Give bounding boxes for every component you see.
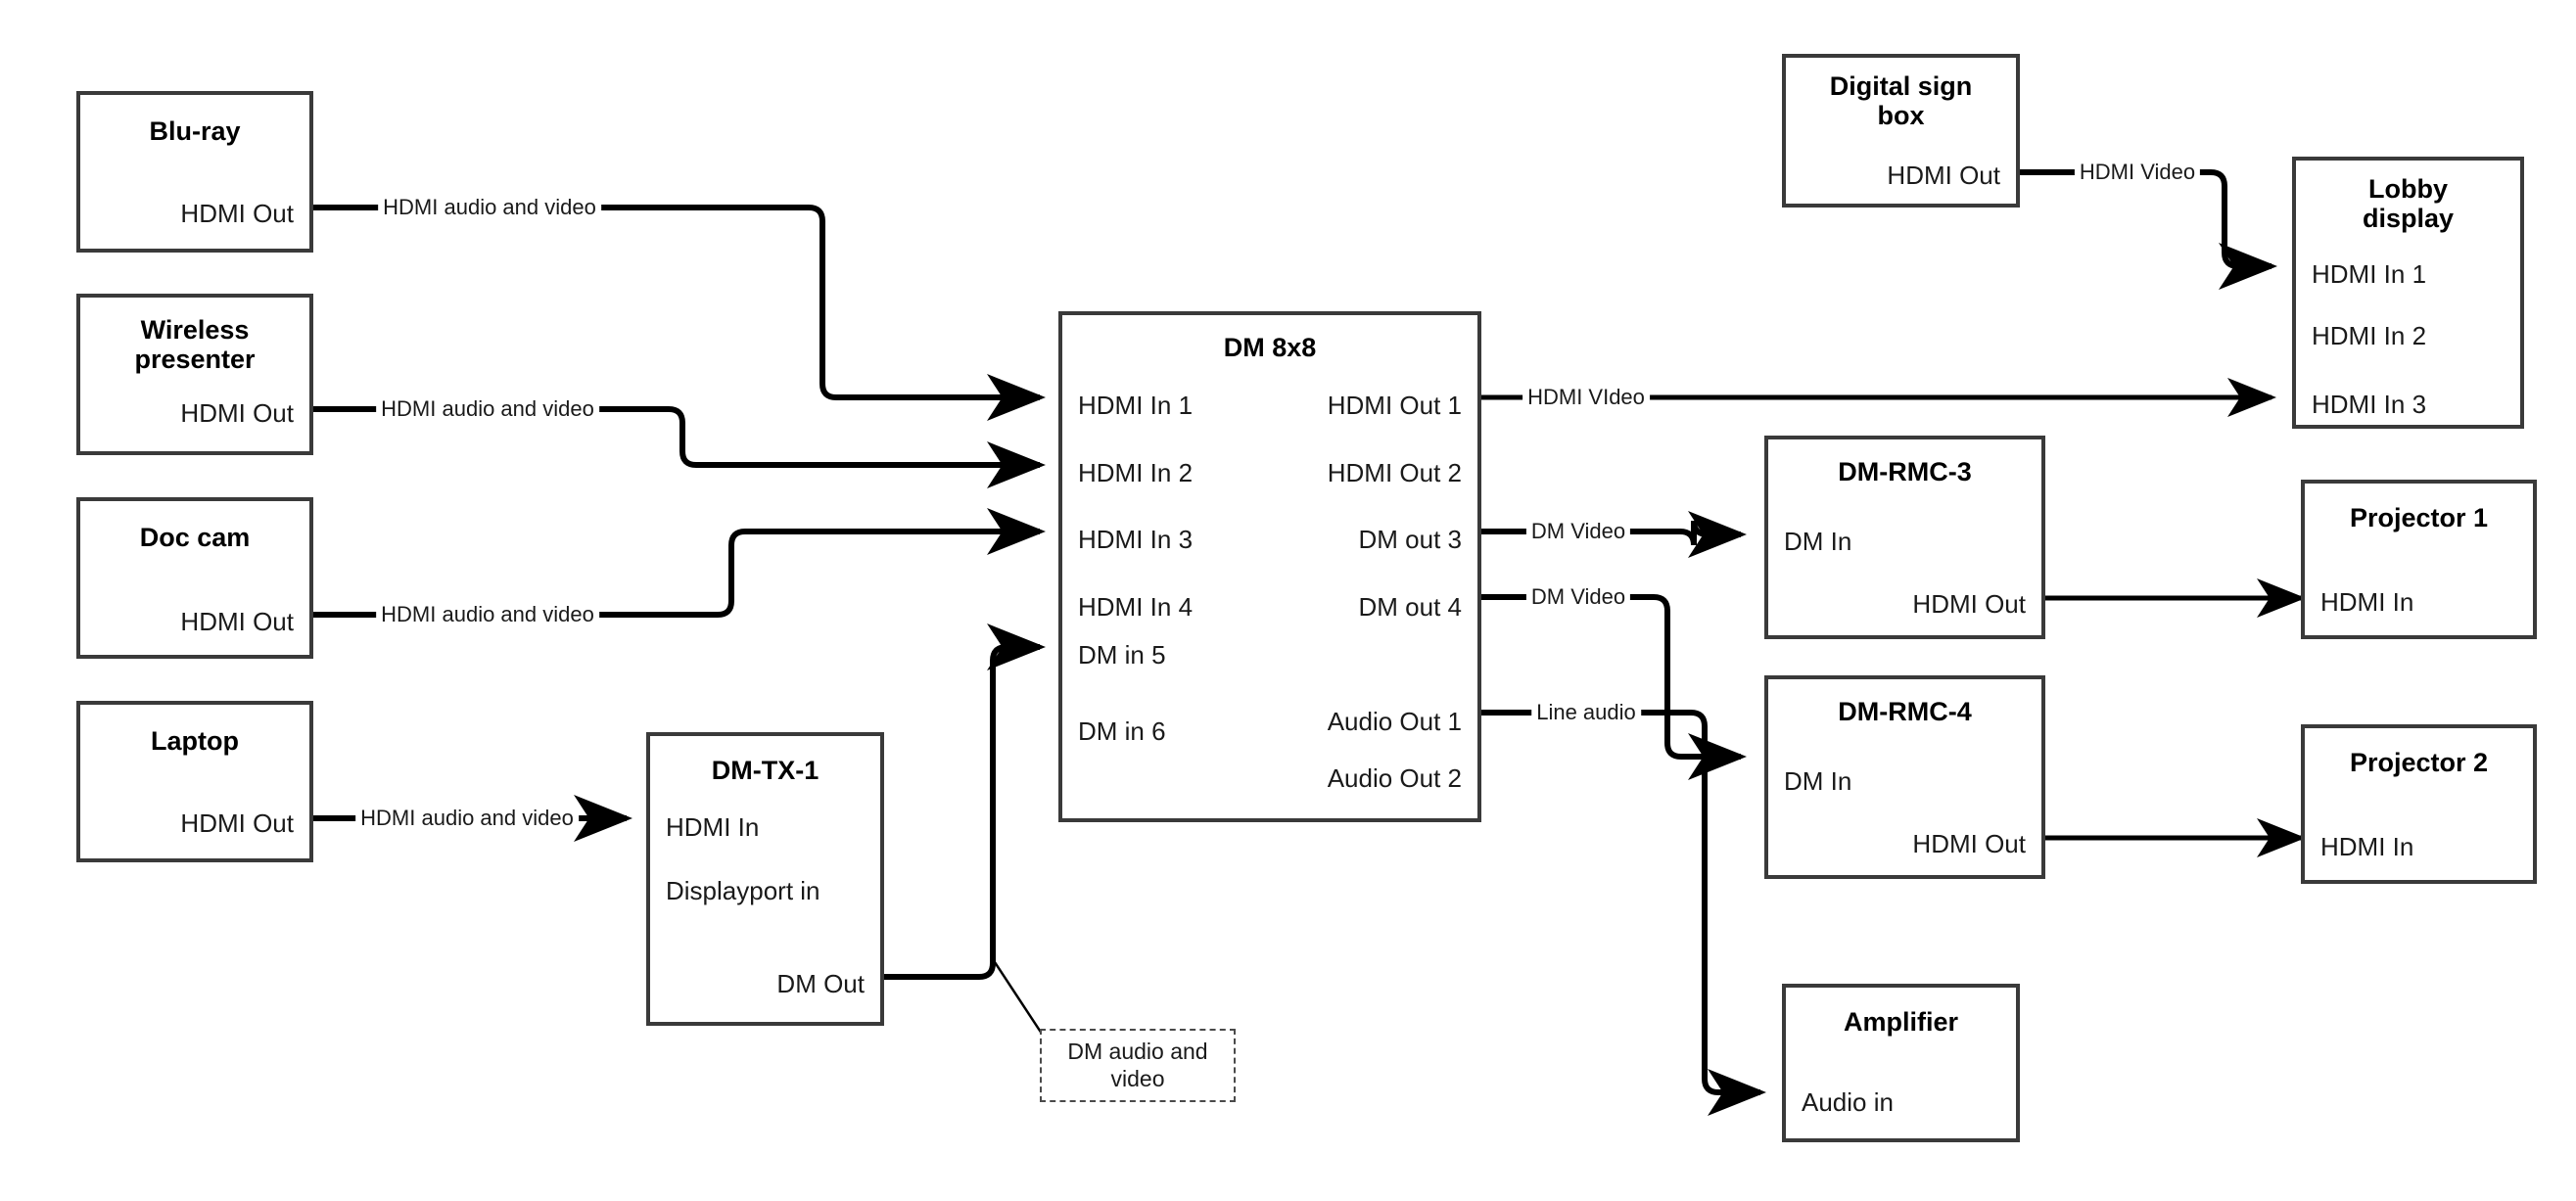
wire-label-digitalsign-to-lobby: HDMI Video	[2074, 160, 2201, 185]
node-laptop-title: Laptop	[151, 726, 239, 756]
port-dm-rmc-3-dm-in: DM In	[1784, 527, 1852, 556]
node-wireless-presenter-title: Wireless presenter	[134, 315, 256, 375]
port-laptop-hdmi-out: HDMI Out	[180, 808, 294, 838]
node-lobby-display-title: Lobby display	[2362, 174, 2455, 234]
port-dmtx1-displayport-in: Displayport in	[666, 876, 820, 905]
port-dm8x8-dm-in-5: DM in 5	[1078, 640, 1166, 670]
node-bluray-title: Blu-ray	[149, 116, 241, 146]
node-bluray[interactable]: Blu-ray HDMI Out	[76, 91, 313, 253]
wire-audio-out-1-to-amplifier	[1481, 710, 1766, 1116]
node-laptop[interactable]: Laptop HDMI Out	[76, 701, 313, 862]
wire-digitalsign-to-lobby-hdmi-in-1	[2020, 169, 2277, 290]
wire-label-dm-out-4-to-rmc4: DM Video	[1525, 584, 1631, 610]
port-projector-1-hdmi-in: HDMI In	[2320, 587, 2414, 617]
leader-line-dm-audio-and-video-note	[993, 961, 1044, 1035]
node-lobby-display[interactable]: Lobby display HDMI In 1 HDMI In 2 HDMI I…	[2292, 157, 2524, 429]
node-projector-2-title: Projector 2	[2349, 748, 2489, 777]
node-dm-8x8-title: DM 8x8	[1223, 333, 1317, 362]
port-dm-rmc-4-hdmi-out: HDMI Out	[1912, 829, 2026, 858]
node-dm-rmc-4-title: DM-RMC-4	[1838, 697, 1972, 726]
port-lobby-display-hdmi-in-3: HDMI In 3	[2312, 390, 2427, 419]
port-dm8x8-dm-in-6: DM in 6	[1078, 716, 1166, 746]
port-dm8x8-dm-out-3: DM out 3	[1358, 525, 1463, 554]
wire-label-audio-out-1-to-amplifier: Line audio	[1531, 700, 1641, 725]
port-doc-cam-hdmi-out: HDMI Out	[180, 607, 294, 636]
node-projector-2[interactable]: Projector 2 HDMI In	[2301, 724, 2537, 884]
port-dm8x8-hdmi-in-4: HDMI In 4	[1078, 592, 1194, 622]
wire-label-dm-out-3-to-rmc3: DM Video	[1525, 519, 1631, 544]
wire-label-wireless-to-dm: HDMI audio and video	[376, 396, 599, 422]
port-dm8x8-hdmi-out-1: HDMI Out 1	[1327, 391, 1462, 420]
wire-label-bluray-to-dm: HDMI audio and video	[378, 195, 601, 220]
port-dm8x8-hdmi-out-2: HDMI Out 2	[1327, 458, 1462, 487]
node-dm-rmc-4[interactable]: DM-RMC-4 DM In HDMI Out	[1764, 675, 2045, 879]
port-dm8x8-audio-out-1: Audio Out 1	[1327, 707, 1462, 736]
port-dm-rmc-3-hdmi-out: HDMI Out	[1912, 589, 2026, 619]
port-lobby-display-hdmi-in-2: HDMI In 2	[2312, 321, 2427, 350]
port-dm8x8-hdmi-in-2: HDMI In 2	[1078, 458, 1194, 487]
port-dm8x8-hdmi-in-1: HDMI In 1	[1078, 391, 1194, 420]
port-dm8x8-hdmi-in-3: HDMI In 3	[1078, 525, 1194, 554]
node-amplifier-title: Amplifier	[1843, 1007, 1959, 1037]
wire-dm-out-4-to-dmrmc4	[1481, 594, 1747, 780]
port-dm8x8-dm-out-4: DM out 4	[1358, 592, 1463, 622]
port-dmtx1-hdmi-in: HDMI In	[666, 812, 760, 842]
node-wireless-presenter[interactable]: Wireless presenter HDMI Out	[76, 294, 313, 455]
port-wireless-presenter-hdmi-out: HDMI Out	[180, 398, 294, 428]
node-projector-1-title: Projector 1	[2349, 503, 2489, 532]
node-dm-tx-1-title: DM-TX-1	[711, 756, 820, 785]
port-dm8x8-audio-out-2: Audio Out 2	[1327, 763, 1462, 793]
wire-label-laptop-to-dmtx1: HDMI audio and video	[355, 806, 579, 831]
wire-bluray-to-dm-hdmi-in-1	[313, 205, 1046, 421]
wire-dmtx1-to-dm-in-5	[884, 624, 1046, 980]
port-amplifier-audio-in: Audio in	[1802, 1087, 1894, 1117]
node-projector-1[interactable]: Projector 1 HDMI In	[2301, 480, 2537, 639]
node-dm-rmc-3-title: DM-RMC-3	[1838, 457, 1972, 486]
wire-label-doccam-to-dm: HDMI audio and video	[376, 602, 599, 627]
node-dm-8x8[interactable]: DM 8x8 HDMI In 1 HDMI In 2 HDMI In 3 HDM…	[1058, 311, 1481, 822]
note-dm-audio-and-video: DM audio and video	[1040, 1029, 1236, 1102]
wire-label-hdmi-out-1-to-lobby: HDMI VIdeo	[1522, 385, 1650, 410]
port-projector-2-hdmi-in: HDMI In	[2320, 832, 2414, 861]
node-digital-sign-box[interactable]: Digital sign box HDMI Out	[1782, 54, 2020, 208]
node-doc-cam[interactable]: Doc cam HDMI Out	[76, 497, 313, 659]
port-bluray-hdmi-out: HDMI Out	[180, 199, 294, 228]
port-digital-sign-box-hdmi-out: HDMI Out	[1887, 161, 2000, 190]
port-dmtx1-dm-out: DM Out	[776, 969, 865, 998]
node-digital-sign-box-title: Digital sign box	[1829, 71, 1973, 131]
port-lobby-display-hdmi-in-1: HDMI In 1	[2312, 259, 2427, 289]
node-doc-cam-title: Doc cam	[139, 523, 251, 552]
node-amplifier[interactable]: Amplifier Audio in	[1782, 984, 2020, 1142]
node-dm-tx-1[interactable]: DM-TX-1 HDMI In Displayport in DM Out	[646, 732, 884, 1026]
node-dm-rmc-3[interactable]: DM-RMC-3 DM In HDMI Out	[1764, 436, 2045, 639]
port-dm-rmc-4-dm-in: DM In	[1784, 766, 1852, 796]
